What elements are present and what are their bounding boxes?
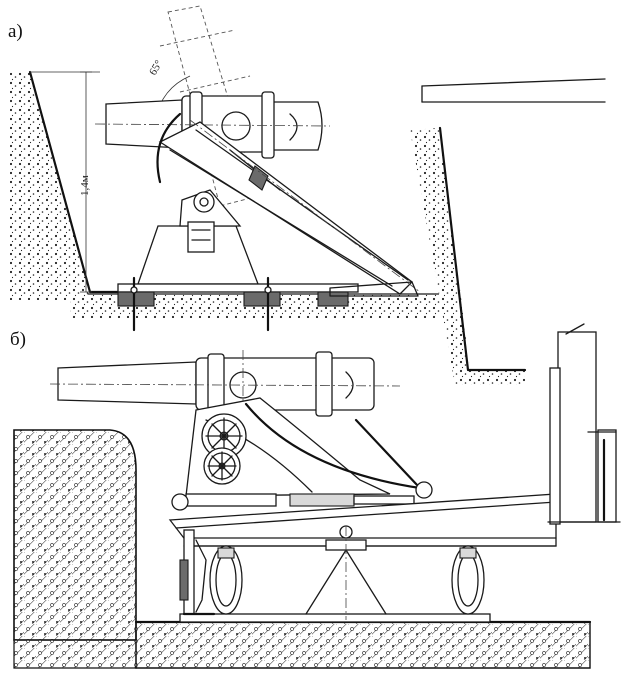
front-clamp [179,529,216,616]
figure-b-label: б) [10,329,26,350]
rear-shield [547,323,621,525]
handwheel-upper [201,413,247,459]
right-embankment [410,128,525,385]
wheel-left [209,545,243,615]
inclined-slide [158,119,421,295]
lower-frame [168,493,557,547]
handwheel-lower [203,447,241,485]
recoil-cylinder [171,493,415,511]
figure-b [13,323,621,669]
center-pivot [305,525,387,620]
concrete-floor [135,621,591,669]
wheel-right [451,545,485,615]
carriage-fig-a [137,189,259,285]
barrel-fig-b [49,350,401,418]
figure-a [10,5,606,385]
concrete-wall [13,429,137,641]
left-embankment [10,72,90,300]
figure-a-label: а) [8,21,23,42]
height-annotation: 1,4м [79,175,91,196]
base-platform-fig-a [117,276,419,332]
